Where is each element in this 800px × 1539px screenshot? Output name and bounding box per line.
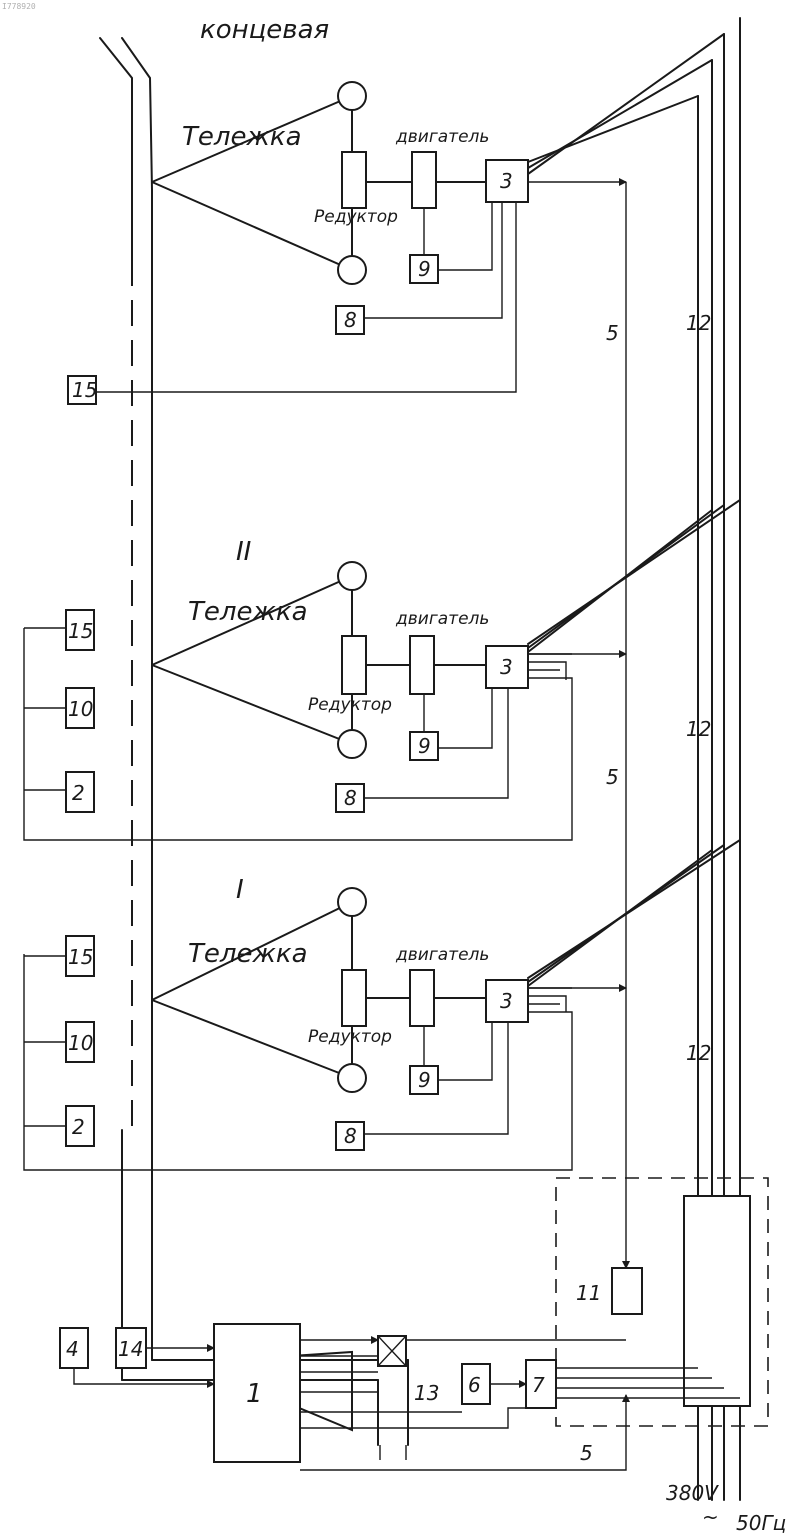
label-9: 9 (418, 1068, 431, 1092)
label-8: 8 (344, 308, 357, 332)
wheel-bottom (338, 1064, 366, 1092)
label-2: 2 (72, 1115, 85, 1139)
reducer-label-end: Редуктор (314, 207, 398, 227)
motor-box (412, 152, 436, 208)
label-7: 7 (532, 1373, 545, 1397)
label-1: 1 (246, 1379, 263, 1409)
bus-5: 5 5 5 (300, 182, 626, 1470)
frequency-label: 50Гц (736, 1511, 786, 1535)
wheel-top (338, 82, 366, 110)
label-13: 13 (414, 1381, 439, 1405)
enclosure-11: 11 (556, 1178, 768, 1426)
label-3: 3 (500, 989, 513, 1013)
label-10: 10 (68, 1031, 93, 1055)
trolley-end-title2: концевая (200, 15, 329, 45)
label-15: 15 (72, 378, 97, 402)
voltage-label: 380V (666, 1481, 719, 1505)
power-lines-12: 12 12 12 (528, 18, 740, 1390)
power-supply-label: 380V ~ 50Гц (666, 1481, 786, 1535)
trolley1-title1: Тележка (188, 939, 308, 969)
label-4: 4 (66, 1337, 79, 1361)
motor-box (410, 636, 434, 694)
label-11: 11 (576, 1281, 601, 1305)
label-5: 5 (606, 765, 619, 789)
label-9: 9 (418, 734, 431, 758)
label-10: 10 (68, 697, 93, 721)
label-6: 6 (468, 1373, 481, 1397)
corner-code: I778920 (2, 2, 36, 11)
motor-box (410, 970, 434, 1026)
label-12: 12 (686, 1041, 711, 1065)
label-8: 8 (344, 786, 357, 810)
reducer-box (342, 970, 366, 1026)
trolley-end: 3 9 8 15 Тележка концевая Редуктор двига… (68, 15, 528, 404)
label-3: 3 (500, 169, 513, 193)
label-12: 12 (686, 717, 711, 741)
motor-label-end: двигатель (395, 127, 489, 147)
label-3: 3 (500, 655, 513, 679)
block-11-module (612, 1268, 642, 1314)
reducer-box (342, 152, 366, 208)
label-15: 15 (68, 945, 93, 969)
label-5: 5 (580, 1441, 593, 1465)
label-9: 9 (418, 257, 431, 281)
label-5: 5 (606, 321, 619, 345)
reducer-label-trolley2: Редуктор (308, 695, 392, 715)
reducer-box (342, 636, 366, 694)
reducer-label-trolley1: Редуктор (308, 1027, 392, 1047)
trolley-end-title1: Тележка (182, 122, 302, 152)
wheel-top (338, 888, 366, 916)
motor-label-trolley2: двигатель (395, 609, 489, 629)
wheel-top (338, 562, 366, 590)
tilde-label: ~ (702, 1505, 719, 1529)
label-2: 2 (72, 781, 85, 805)
label-14: 14 (118, 1337, 143, 1361)
trolley2-title2: II (236, 537, 251, 567)
trolley2-title1: Тележка (188, 597, 308, 627)
trolley-1: 3 9 8 2 10 15 Тележка I Редуктор двигате… (24, 875, 572, 1170)
trolley-2: 3 9 8 2 10 15 Тележка II Редуктор двигат… (24, 537, 572, 840)
wheel-bottom (338, 730, 366, 758)
label-15: 15 (68, 619, 93, 643)
trolley1-title2: I (236, 875, 244, 905)
motor-label-trolley1: двигатель (395, 945, 489, 965)
main-control-section: 1 4 14 13 6 7 (60, 1324, 740, 1500)
power-supply-block (684, 1196, 750, 1406)
label-8: 8 (344, 1124, 357, 1148)
wheel-bottom (338, 256, 366, 284)
label-12: 12 (686, 311, 711, 335)
